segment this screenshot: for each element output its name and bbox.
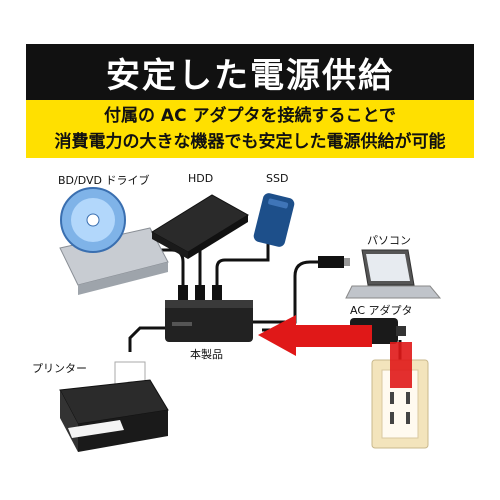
power-supply-arrow	[258, 315, 412, 388]
page-title: 安定した電源供給	[106, 55, 394, 96]
title-banner: 安定した電源供給	[26, 44, 474, 100]
pc-usb-plug	[318, 256, 344, 268]
wall-outlet	[371, 359, 429, 449]
label-pc: パソコン	[367, 234, 411, 247]
usb-hub-device	[165, 300, 253, 342]
ssd-device	[253, 193, 295, 247]
label-printer: プリンター	[32, 362, 87, 375]
label-ssd: SSD	[266, 172, 289, 185]
subtitle-line-2: 消費電力の大きな機器でも安定した電源供給が可能	[54, 132, 446, 152]
bd-dvd-drive	[59, 187, 169, 295]
printer-device	[59, 361, 169, 452]
subtitle-line-1: 付属の AC アダプタを接続することで	[104, 106, 396, 126]
subtitle-banner: 付属の AC アダプタを接続することで 消費電力の大きな機器でも安定した電源供給…	[26, 100, 474, 158]
hub-usb-plugs	[178, 285, 222, 303]
label-hub: 本製品	[190, 348, 223, 361]
laptop-pc	[345, 249, 442, 299]
label-ac-adapter: AC アダプタ	[350, 304, 413, 317]
ssd-cable	[215, 240, 270, 298]
hdd-device	[151, 194, 249, 259]
label-bd-dvd: BD/DVD ドライブ	[58, 174, 150, 187]
pc-cable	[250, 260, 330, 324]
power-supply-label: 電力供給	[296, 356, 361, 375]
label-hdd: HDD	[188, 172, 214, 185]
printer-cable	[128, 326, 165, 352]
